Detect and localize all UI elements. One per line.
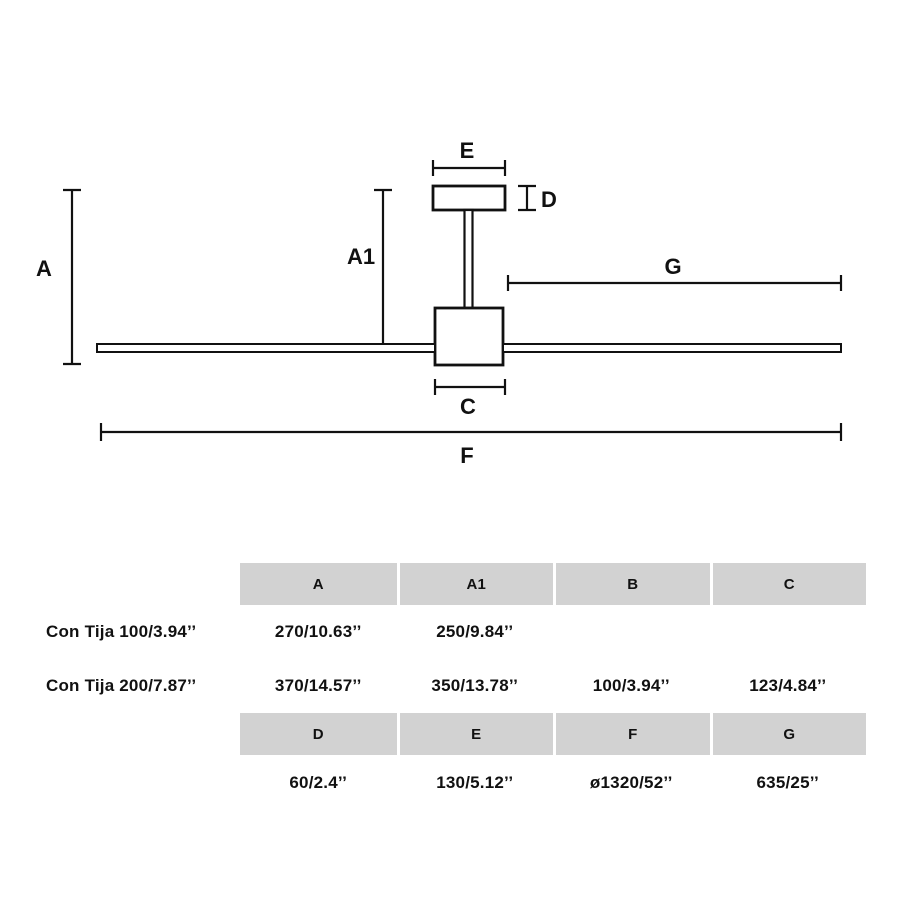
dim-line-c [433,379,507,395]
dim-line-d [518,184,536,212]
dimensions-table: A A1 B C Con Tija 100/3.94’’ 270/10.63’’… [40,563,866,811]
table-header-cell-a: A [240,563,397,605]
table-cell-tija200-a1: 350/13.78’’ [431,676,519,695]
table-header-cell-a1: A1 [396,563,553,605]
dim-line-a [63,188,81,366]
blade-right [502,343,842,353]
table-corner-blank-2 [40,713,240,755]
table-corner-blank [40,563,240,605]
dim-line-g [506,275,843,291]
table-cell-tija100-c [710,605,867,659]
dim-line-e [431,160,507,176]
dim-label-c: C [460,394,476,419]
blade-left [96,343,436,353]
fan-dimension-drawing: A A1 E D G [36,138,843,468]
dim-label-g: G [664,254,681,279]
dim-label-f: F [460,443,473,468]
table-cell-tija100-b [553,605,710,659]
dim-label-d: D [541,187,557,212]
table-cell-bottom-blank [40,755,240,811]
table-header-cell-b: B [553,563,710,605]
table-header-cell-g: G [709,713,866,755]
table-header-cell-c: C [709,563,866,605]
dim-line-f [99,423,843,441]
motor-housing [433,306,505,367]
table-cell-tija200-c: 123/4.84’’ [749,676,827,695]
table-cell-tija100-a: 270/10.63’’ [274,622,362,641]
row-label-tija-200: Con Tija 200/7.87’’ [46,676,197,695]
table-cell-d: 60/2.4’’ [289,773,348,792]
table-cell-f: ø1320/52’’ [589,773,673,792]
table-cell-tija200-a: 370/14.57’’ [274,676,362,695]
dim-label-e: E [460,138,475,163]
dim-label-a1: A1 [347,244,375,269]
downrod [463,208,474,310]
dim-label-a: A [36,256,52,281]
table-cell-tija100-a1: 250/9.84’’ [436,622,514,641]
table-cell-g: 635/25’’ [756,773,819,792]
table-header-cell-f: F [553,713,710,755]
table-cell-tija200-b: 100/3.94’’ [592,676,670,695]
table-cell-e: 130/5.12’’ [436,773,514,792]
table-header-cell-d: D [240,713,397,755]
canopy [431,184,507,212]
row-label-tija-100: Con Tija 100/3.94’’ [46,622,197,641]
dim-line-a1 [374,188,392,347]
table-header-cell-e: E [396,713,553,755]
